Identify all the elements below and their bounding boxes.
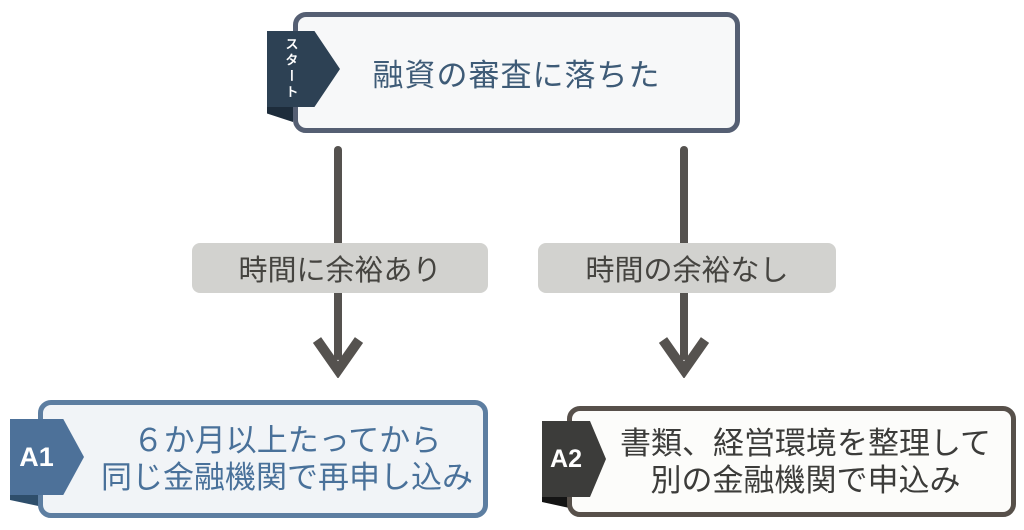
answer-node-a2: 書類、経営環境を整理して 別の金融機関で申込み — [567, 406, 1016, 517]
a2-badge-label: A2 — [550, 444, 582, 473]
start-node: 融資の審査に落ちた — [293, 12, 740, 133]
answer-node-a1: ６か月以上たってから 同じ金融機関で再申し込み — [38, 400, 488, 518]
answer-node-a1-line1: ６か月以上たってから — [132, 423, 442, 458]
start-node-label: 融資の審査に落ちた — [372, 58, 661, 93]
condition-label-left-text: 時間に余裕あり — [238, 255, 442, 287]
start-badge-label: スタート — [283, 37, 299, 101]
answer-node-a2-line1: 書類、経営環境を整理して — [619, 425, 992, 461]
start-badge-fold — [267, 105, 293, 122]
condition-label-right-text: 時間の余裕なし — [585, 255, 789, 287]
condition-label-right: 時間の余裕なし — [538, 243, 836, 293]
a1-badge-label: A1 — [19, 441, 54, 472]
condition-label-left: 時間に余裕あり — [192, 243, 488, 293]
answer-node-a1-line2: 同じ金融機関で再申し込み — [101, 460, 473, 495]
a2-badge: A2 — [542, 421, 606, 497]
answer-node-a2-line2: 別の金融機関で申込み — [650, 462, 961, 498]
